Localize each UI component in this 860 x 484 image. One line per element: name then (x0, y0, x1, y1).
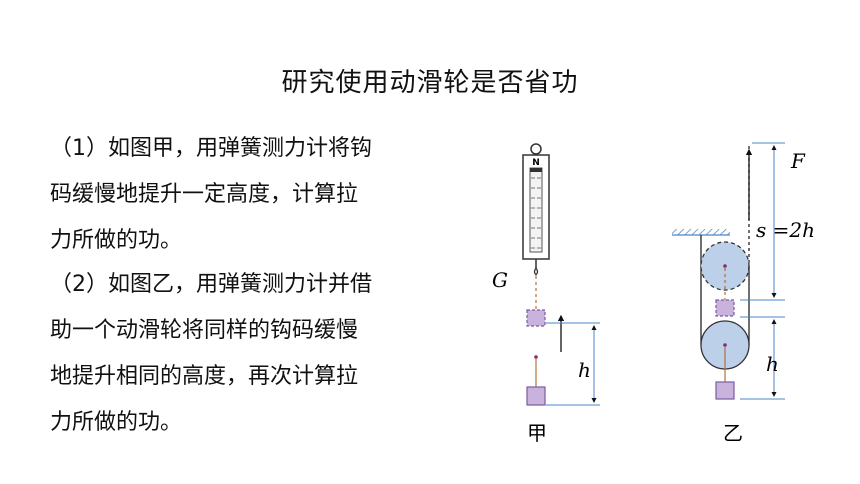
scale-ring (530, 143, 542, 155)
label-h-yi: h (766, 352, 779, 376)
step-2-line: （2）如图乙，用弹簧测力计并借 (50, 272, 372, 297)
caption-yi: 乙 (723, 421, 743, 445)
step-2-text: （2）如图乙，用弹簧测力计并借 助一个动滑轮将同样的钩码缓慢 地提升相同的高度，… (50, 262, 420, 446)
ceiling-hatch (672, 229, 730, 235)
label-h-jia: h (578, 358, 591, 382)
step-2-line: 力所做的功。 (50, 410, 183, 435)
scale-face (529, 167, 543, 253)
figure-yi: F s =2h h 乙 (672, 142, 815, 445)
scale-pointer (530, 168, 542, 172)
step-2-line: 地提升相同的高度，再次计算拉 (50, 364, 359, 389)
step-1-line: 力所做的功。 (50, 228, 183, 253)
scale-unit-label: N (532, 158, 540, 168)
figure-jia: N G h 甲 (492, 143, 600, 445)
slide-title: 研究使用动滑轮是否省功 (281, 68, 579, 98)
caption-jia: 甲 (527, 421, 547, 445)
weight-initial-yi (715, 381, 735, 400)
weight-raised-yi (715, 299, 735, 317)
weight-raised (526, 309, 546, 327)
step-2-line: 助一个动滑轮将同样的钩码缓慢 (50, 318, 359, 343)
label-f: F (790, 149, 806, 173)
step-1-text: （1）如图甲，用弹簧测力计将钩 码缓慢地提升一定高度，计算拉 力所做的功。 (50, 126, 420, 264)
scale-hook (533, 267, 539, 276)
label-g: G (492, 268, 508, 292)
step-1-line: （1）如图甲，用弹簧测力计将钩 (50, 136, 372, 161)
label-s: s =2h (756, 218, 815, 242)
step-1-line: 码缓慢地提升一定高度，计算拉 (50, 182, 359, 207)
scale-ticks (531, 177, 541, 249)
weight-initial (526, 386, 546, 406)
